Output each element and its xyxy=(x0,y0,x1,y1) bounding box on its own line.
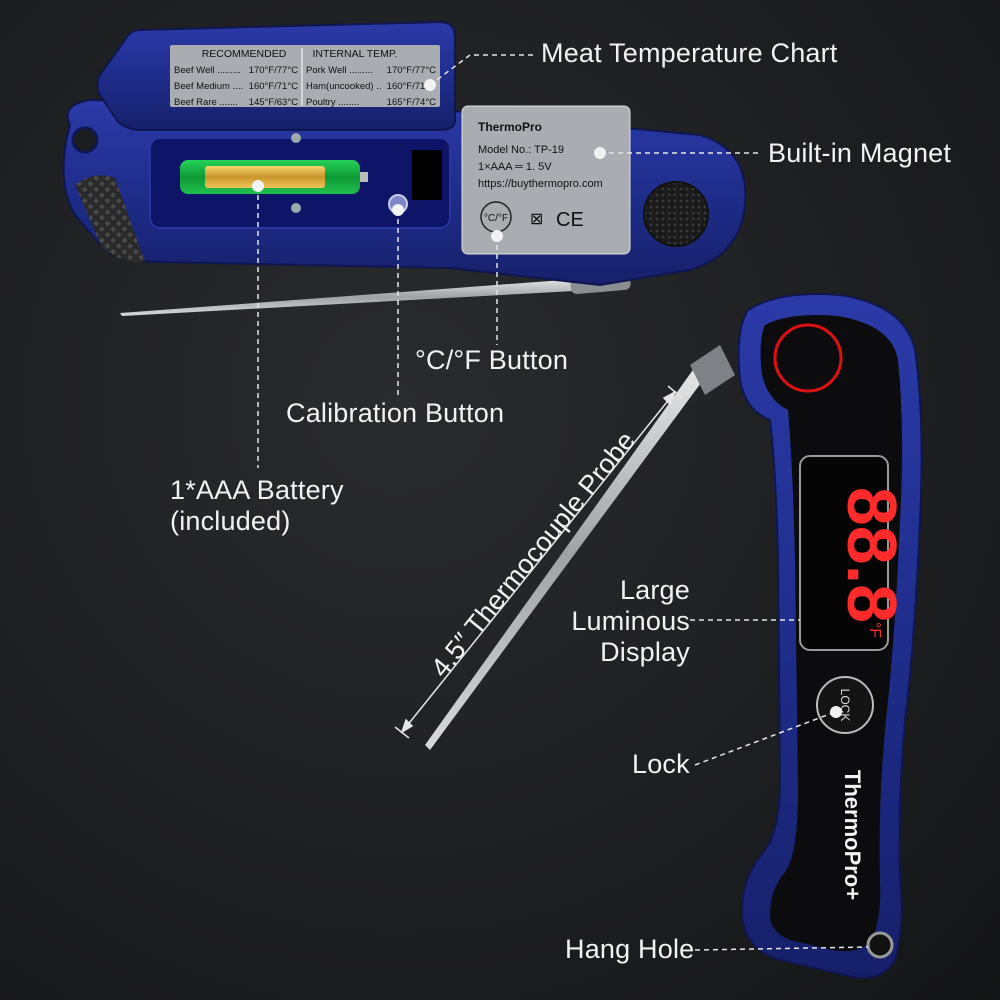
chart-row-left-item: Beef Rare ....... xyxy=(174,97,238,108)
temp-chart-panel xyxy=(170,45,440,107)
magnet-callout: Built-in Magnet xyxy=(768,138,952,168)
chart-row-left-temp: 160°F/71°C xyxy=(249,81,298,92)
battery-callout-line1: 1*AAA Battery xyxy=(170,475,344,505)
top-grip xyxy=(75,175,145,262)
chart-row-left-item: Beef Well ......... xyxy=(174,65,241,76)
probe-dimension-line xyxy=(394,385,683,739)
battery-callout: 1*AAA Battery (included) xyxy=(170,475,344,537)
chart-row-right-item: Pork Well ......... xyxy=(306,65,373,76)
top-hang-hole xyxy=(71,126,99,154)
chart-header-left: RECOMMENDED xyxy=(202,48,287,60)
lock-button-label: LOCK xyxy=(838,689,852,722)
leader-lock xyxy=(694,711,836,766)
display-callout-line3: Display xyxy=(600,637,690,667)
connector-slot xyxy=(412,150,442,200)
cf-button-callout: °C/°F Button xyxy=(415,345,569,375)
calibration-callout: Calibration Button xyxy=(286,398,505,428)
display-digits: 88.8 xyxy=(833,487,911,623)
top-probe xyxy=(120,278,592,316)
magnet-grille xyxy=(643,181,709,247)
plate-model: Model No.: TP-19 xyxy=(478,144,564,156)
plate-battery: 1×AAA ═ 1. 5V xyxy=(478,161,552,173)
chart-rows: Beef Well ......... 170°F/77°C Beef Medium… xyxy=(174,65,436,108)
display-unit: °F xyxy=(866,622,883,638)
chart-header-right: INTERNAL TEMP. xyxy=(313,48,398,60)
screw-icon xyxy=(291,203,301,213)
chart-row-left-temp: 170°F/77°C xyxy=(249,65,298,76)
probe-hinge xyxy=(690,345,735,395)
display-callout-line2: Luminous xyxy=(571,606,690,636)
open-thermometer: ThermoPro Model No.: TP-19 1×AAA ═ 1. 5V… xyxy=(62,20,747,316)
battery-terminal xyxy=(360,172,368,182)
battery-callout-line2: (included) xyxy=(170,506,291,536)
chart-row-left-temp: 145°F/63°C xyxy=(249,97,298,108)
chart-row-left-item: Beef Medium .... xyxy=(174,81,243,92)
plate-brand: ThermoPro xyxy=(478,120,542,134)
chart-row-right-temp: 170°F/77°C xyxy=(387,65,436,76)
power-ring-icon xyxy=(773,323,843,393)
chart-row-right-temp: 165°F/74°C xyxy=(387,97,436,108)
callout-dots xyxy=(252,79,842,718)
label-plate xyxy=(461,105,631,255)
lcd-display xyxy=(799,455,889,651)
display-callout: Large Luminous Display xyxy=(560,575,690,668)
device-brand: ThermoPro+ xyxy=(840,770,865,900)
plate-cf-key: °C/°F xyxy=(484,213,508,224)
chart-row-right-item: Ham(uncooked) .. xyxy=(306,81,382,92)
battery-label xyxy=(205,166,325,188)
plate-url: https://buythermopro.com xyxy=(478,178,603,190)
leader-lines xyxy=(257,54,869,951)
angled-probe xyxy=(425,360,712,750)
lock-button xyxy=(816,676,874,734)
leader-hang-hole xyxy=(694,946,869,951)
meat-chart-callout: Meat Temperature Chart xyxy=(541,38,838,68)
hang-hole-icon xyxy=(866,931,894,959)
hang-hole-callout: Hang Hole xyxy=(565,934,695,964)
screw-icon xyxy=(291,133,301,143)
leader-meat-chart xyxy=(429,54,535,86)
folded-thermometer: 88.8 °F LOCK ThermoPro+ xyxy=(425,293,923,979)
chart-row-right-temp: 160°F/71°C xyxy=(387,81,436,92)
display-callout-line1: Large xyxy=(619,575,690,605)
plate-ce: CE xyxy=(556,209,584,231)
lock-callout: Lock xyxy=(632,749,690,779)
bin-icon: ⊠ xyxy=(530,211,543,228)
chart-row-right-item: Poultry ........ xyxy=(306,97,359,108)
